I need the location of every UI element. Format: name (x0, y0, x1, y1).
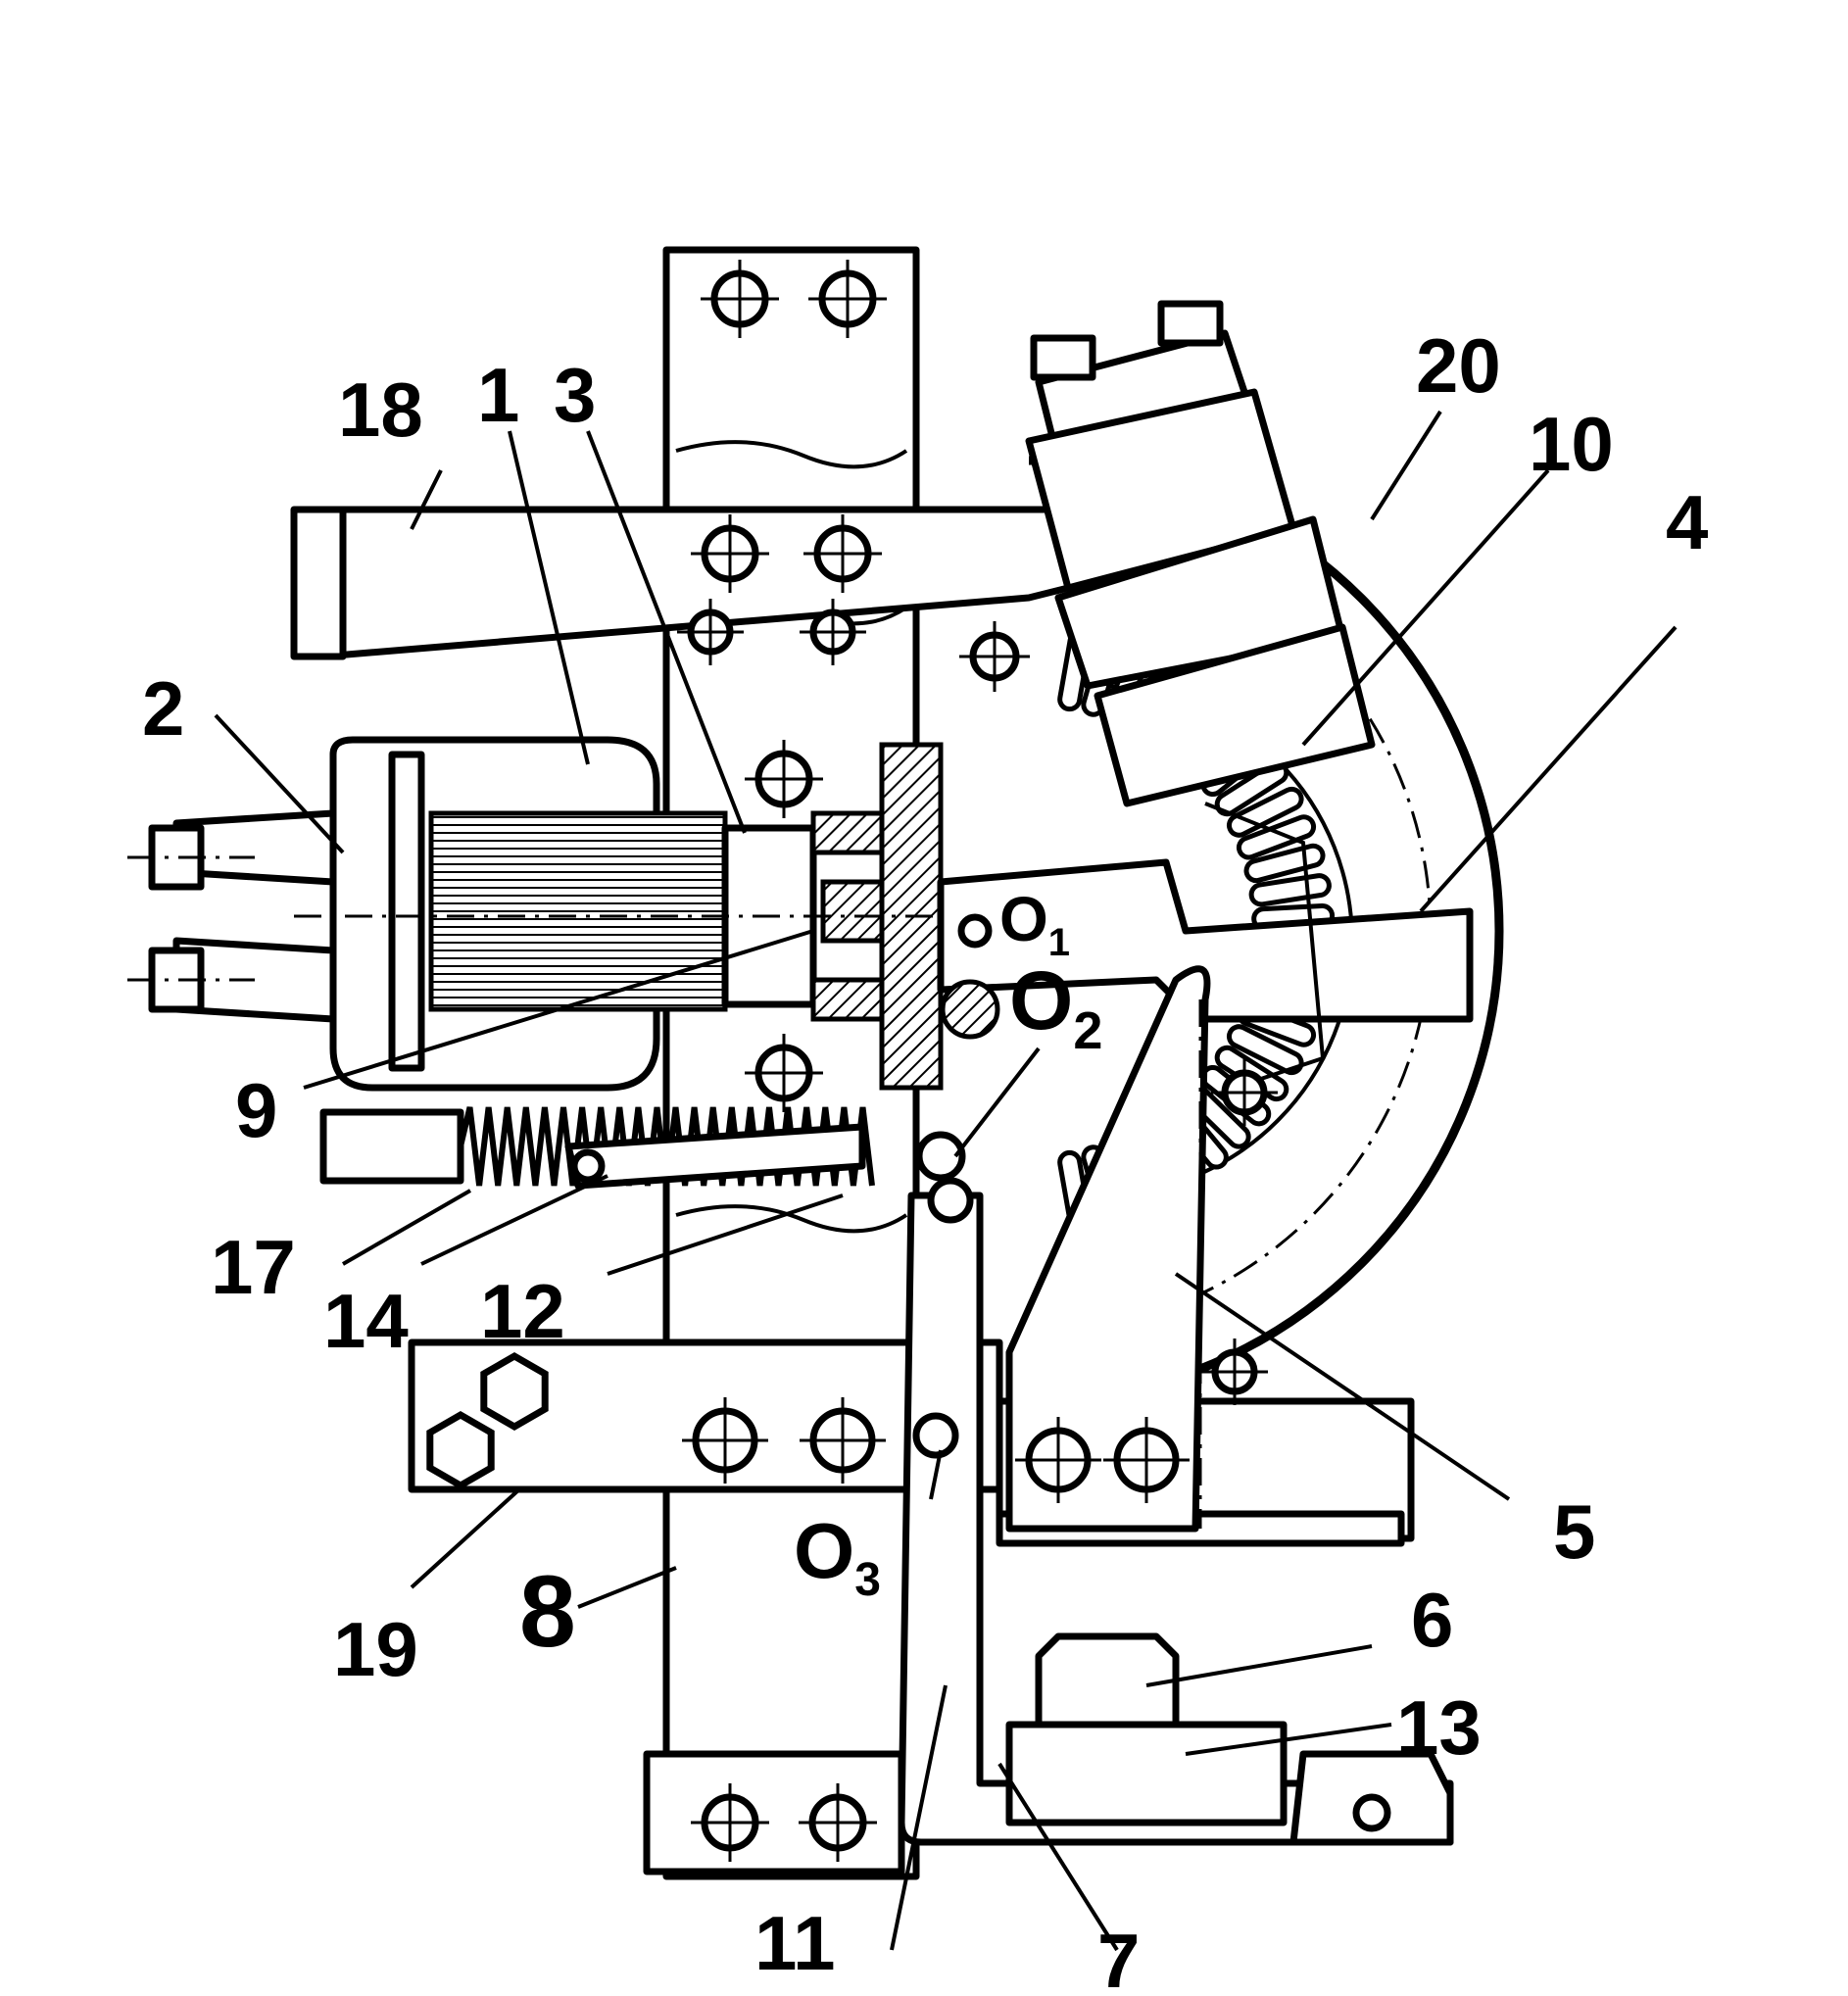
label-8: 8 (519, 1555, 576, 1669)
leader-1 (508, 430, 590, 765)
lever-4 (937, 802, 1474, 1090)
pivot-pins (912, 913, 1000, 1459)
disc-slot (1248, 873, 1332, 907)
label-6: 6 (1411, 1577, 1453, 1663)
leader-6 (1145, 1644, 1373, 1687)
leader-20 (1370, 410, 1442, 521)
pivot-labels: O1 O2 O3 (794, 884, 1102, 1606)
disc-slot (1226, 786, 1304, 838)
upper-arm (290, 506, 1072, 660)
leader-4 (1419, 625, 1678, 913)
leader-o3 (929, 1449, 943, 1500)
pivot-label-o2: O2 (1009, 954, 1102, 1060)
label-9: 9 (235, 1067, 277, 1153)
leader-12 (607, 1193, 844, 1276)
label-1: 1 (477, 352, 519, 438)
leader-3 (586, 430, 747, 834)
label-5: 5 (1553, 1488, 1595, 1575)
label-3: 3 (554, 352, 596, 438)
label-7: 7 (1097, 1918, 1140, 1991)
part-labels: 18 1 3 2 9 17 14 12 19 8 11 7 13 6 5 4 1… (142, 322, 1708, 1996)
disc-slot (1236, 814, 1317, 860)
lever-5 (1005, 965, 1211, 1533)
leader-19 (410, 1487, 521, 1589)
label-11: 11 (754, 1900, 835, 1986)
hex-nut (426, 1410, 495, 1490)
leader-8 (577, 1566, 677, 1609)
limit-switch (1005, 1632, 1454, 1846)
label-17: 17 (211, 1224, 296, 1310)
label-4: 4 (1666, 479, 1708, 565)
leader-9 (303, 929, 814, 1090)
hex-nut (480, 1351, 549, 1432)
leader-13 (1185, 1723, 1392, 1756)
label-19: 19 (333, 1606, 418, 1692)
leader-17 (342, 1189, 471, 1266)
label-2: 2 (142, 665, 184, 752)
label-14: 14 (323, 1278, 409, 1364)
pivot-label-o1: O1 (999, 884, 1070, 964)
electromagnet (127, 736, 944, 1092)
leader-10 (1301, 468, 1550, 747)
label-13: 13 (1396, 1684, 1482, 1771)
label-10: 10 (1529, 401, 1614, 487)
brake-shoe (1025, 300, 1376, 807)
leader-14 (420, 1174, 608, 1266)
leader-11 (890, 1684, 948, 1951)
label-12: 12 (480, 1268, 565, 1354)
spring-assembly (319, 1106, 974, 1224)
leader-2 (214, 713, 345, 854)
leader-lines (214, 410, 1678, 1952)
pivot-label-o3: O3 (794, 1507, 881, 1606)
leader-7 (997, 1762, 1119, 1952)
leader-5 (1174, 1272, 1511, 1501)
label-20: 20 (1416, 322, 1501, 409)
label-18: 18 (338, 366, 423, 453)
leader-18 (410, 469, 443, 530)
bolts (426, 260, 1278, 1862)
leader-o2 (953, 1047, 1041, 1158)
